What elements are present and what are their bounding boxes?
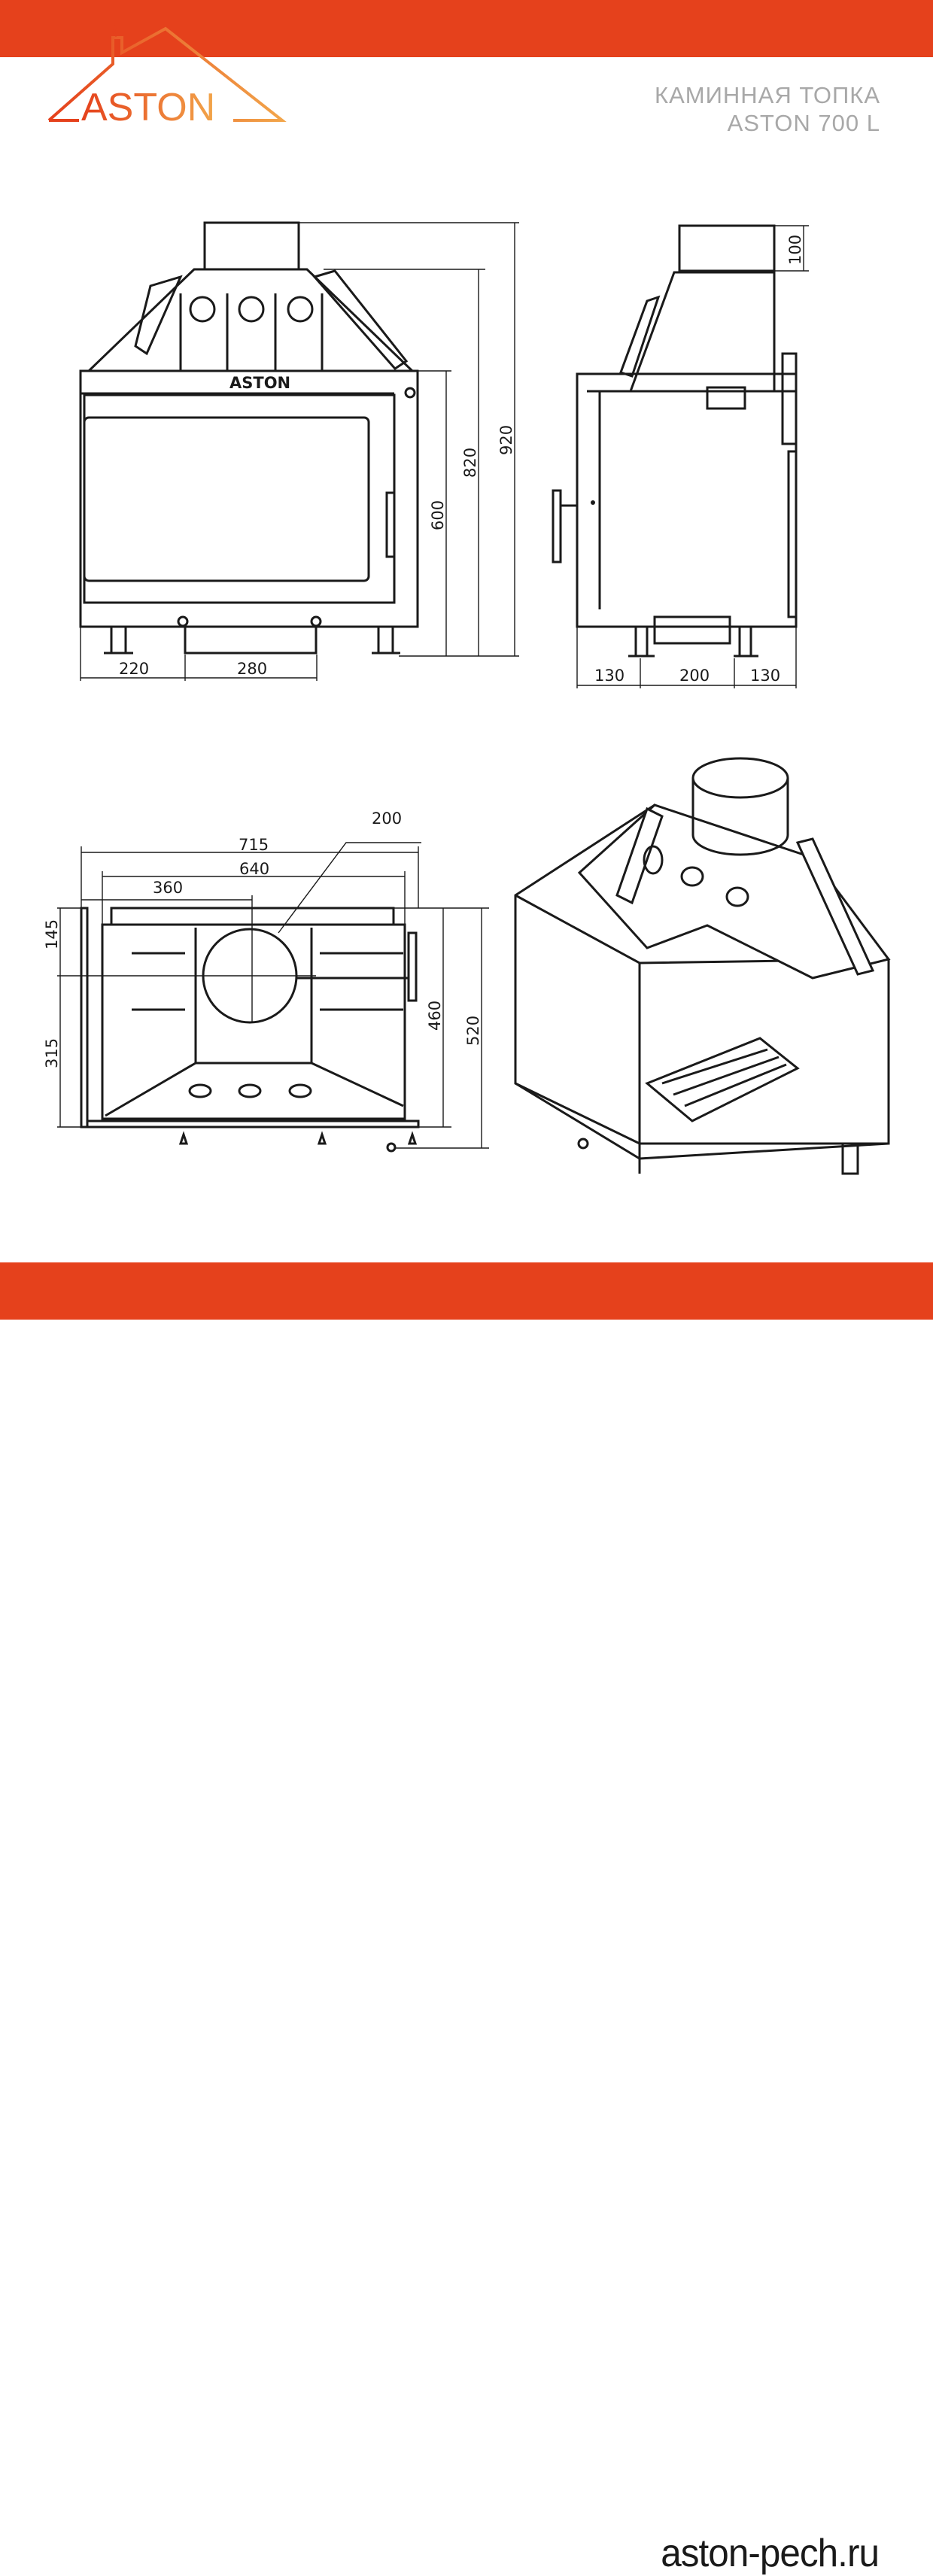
dim-360: 360 (153, 879, 183, 897)
dim-520: 520 (464, 1016, 482, 1046)
website-link[interactable]: aston-pech.ru (661, 2532, 880, 2575)
dim-280: 280 (237, 660, 267, 678)
front-brand-plate: ASTON (229, 374, 290, 392)
side-view: 100 130 200 130 (552, 224, 809, 688)
dim-220: 220 (119, 660, 149, 678)
dim-315: 315 (43, 1038, 61, 1068)
technical-drawings: ASTON 920 820 600 220 280 100 130 200 13… (43, 221, 891, 1175)
dim-side-130-left: 130 (594, 667, 625, 685)
header-bar (0, 0, 933, 57)
dim-600: 600 (429, 500, 447, 530)
title-line-2: ASTON 700 L (727, 110, 880, 136)
aston-logo: ASTON (47, 23, 287, 128)
dim-100: 100 (786, 235, 804, 265)
dim-flue-diameter: 200 (372, 810, 402, 828)
isometric-view (514, 757, 891, 1175)
dim-820: 820 (461, 448, 479, 478)
dim-460: 460 (426, 1001, 444, 1031)
document-title: КАМИННАЯ ТОПКА ASTON 700 L (655, 81, 880, 137)
footer-bar: aston-pech.ru (0, 1262, 933, 2575)
dim-145: 145 (43, 919, 61, 949)
dim-640: 640 (239, 860, 269, 878)
logo-text: ASTON (81, 86, 215, 128)
dim-side-200: 200 (679, 667, 710, 685)
front-view: ASTON 920 820 600 220 280 (79, 221, 519, 681)
dim-715: 715 (239, 836, 269, 854)
dim-side-130-right: 130 (750, 667, 780, 685)
dim-920: 920 (497, 425, 515, 455)
top-view: 715 640 360 200 145 315 460 520 (43, 810, 489, 1153)
title-line-1: КАМИННАЯ ТОПКА (655, 82, 880, 108)
